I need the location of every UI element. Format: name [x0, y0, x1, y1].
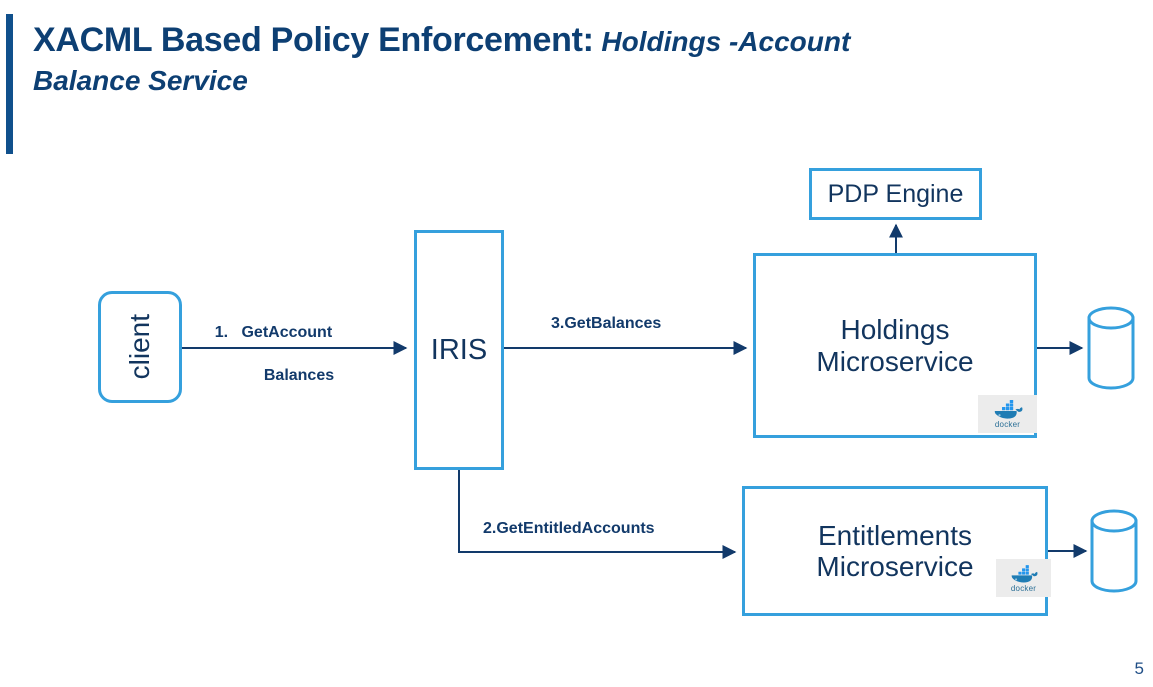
docker-icon: docker — [978, 395, 1037, 433]
edge-label-1-line-1: GetAccount — [241, 323, 333, 341]
title-line-1: XACML Based Policy Enforcement: Holdings… — [33, 20, 1093, 60]
title-accent-bar — [6, 14, 13, 154]
node-pdp-engine[interactable]: PDP Engine — [809, 168, 982, 220]
entitlements-label-line-2: Microservice — [816, 551, 974, 582]
entitlements-label-line-1: Entitlements — [817, 519, 973, 551]
docker-whale-glyph — [1011, 564, 1037, 583]
node-iris[interactable]: IRIS — [414, 230, 504, 470]
docker-whale-glyph — [994, 400, 1022, 419]
node-pdp-engine-label: PDP Engine — [827, 180, 964, 208]
docker-icon: docker — [996, 559, 1051, 597]
edge-label-1-number: 1. — [214, 323, 229, 341]
title-line-2: Balance Service — [33, 65, 248, 97]
page-title: XACML Based Policy Enforcement: Holdings… — [33, 20, 1093, 97]
docker-wordmark: docker — [1010, 583, 1037, 593]
edge-label-get-account-balances: 1. GetAccount Balances — [197, 300, 377, 430]
holdings-label-line-2: Microservice — [816, 345, 974, 377]
holdings-label-line-1: Holdings — [840, 314, 950, 346]
title-emphasis-text: Holdings -Account — [593, 26, 851, 57]
node-client[interactable]: client — [98, 291, 182, 403]
entitlements-database-cylinder — [1090, 509, 1138, 593]
node-client-label: client — [124, 314, 156, 380]
node-iris-label: IRIS — [430, 333, 488, 366]
edge-label-get-balances: 3.GetBalances — [551, 315, 662, 332]
edge-iris-to-entitlements — [458, 470, 737, 559]
holdings-database-cylinder — [1087, 306, 1135, 390]
page-number: 5 — [1134, 659, 1144, 678]
title-main-text: XACML Based Policy Enforcement: — [33, 21, 594, 59]
edge-label-get-entitled-accounts: 2.GetEntitledAccounts — [483, 520, 655, 537]
node-entitlements-microservice-label: Entitlements Microservice — [816, 520, 973, 583]
node-holdings-microservice-label: Holdings Microservice — [816, 314, 973, 377]
docker-wordmark: docker — [994, 420, 1021, 429]
edge-label-1-line-2: Balances — [263, 366, 335, 384]
